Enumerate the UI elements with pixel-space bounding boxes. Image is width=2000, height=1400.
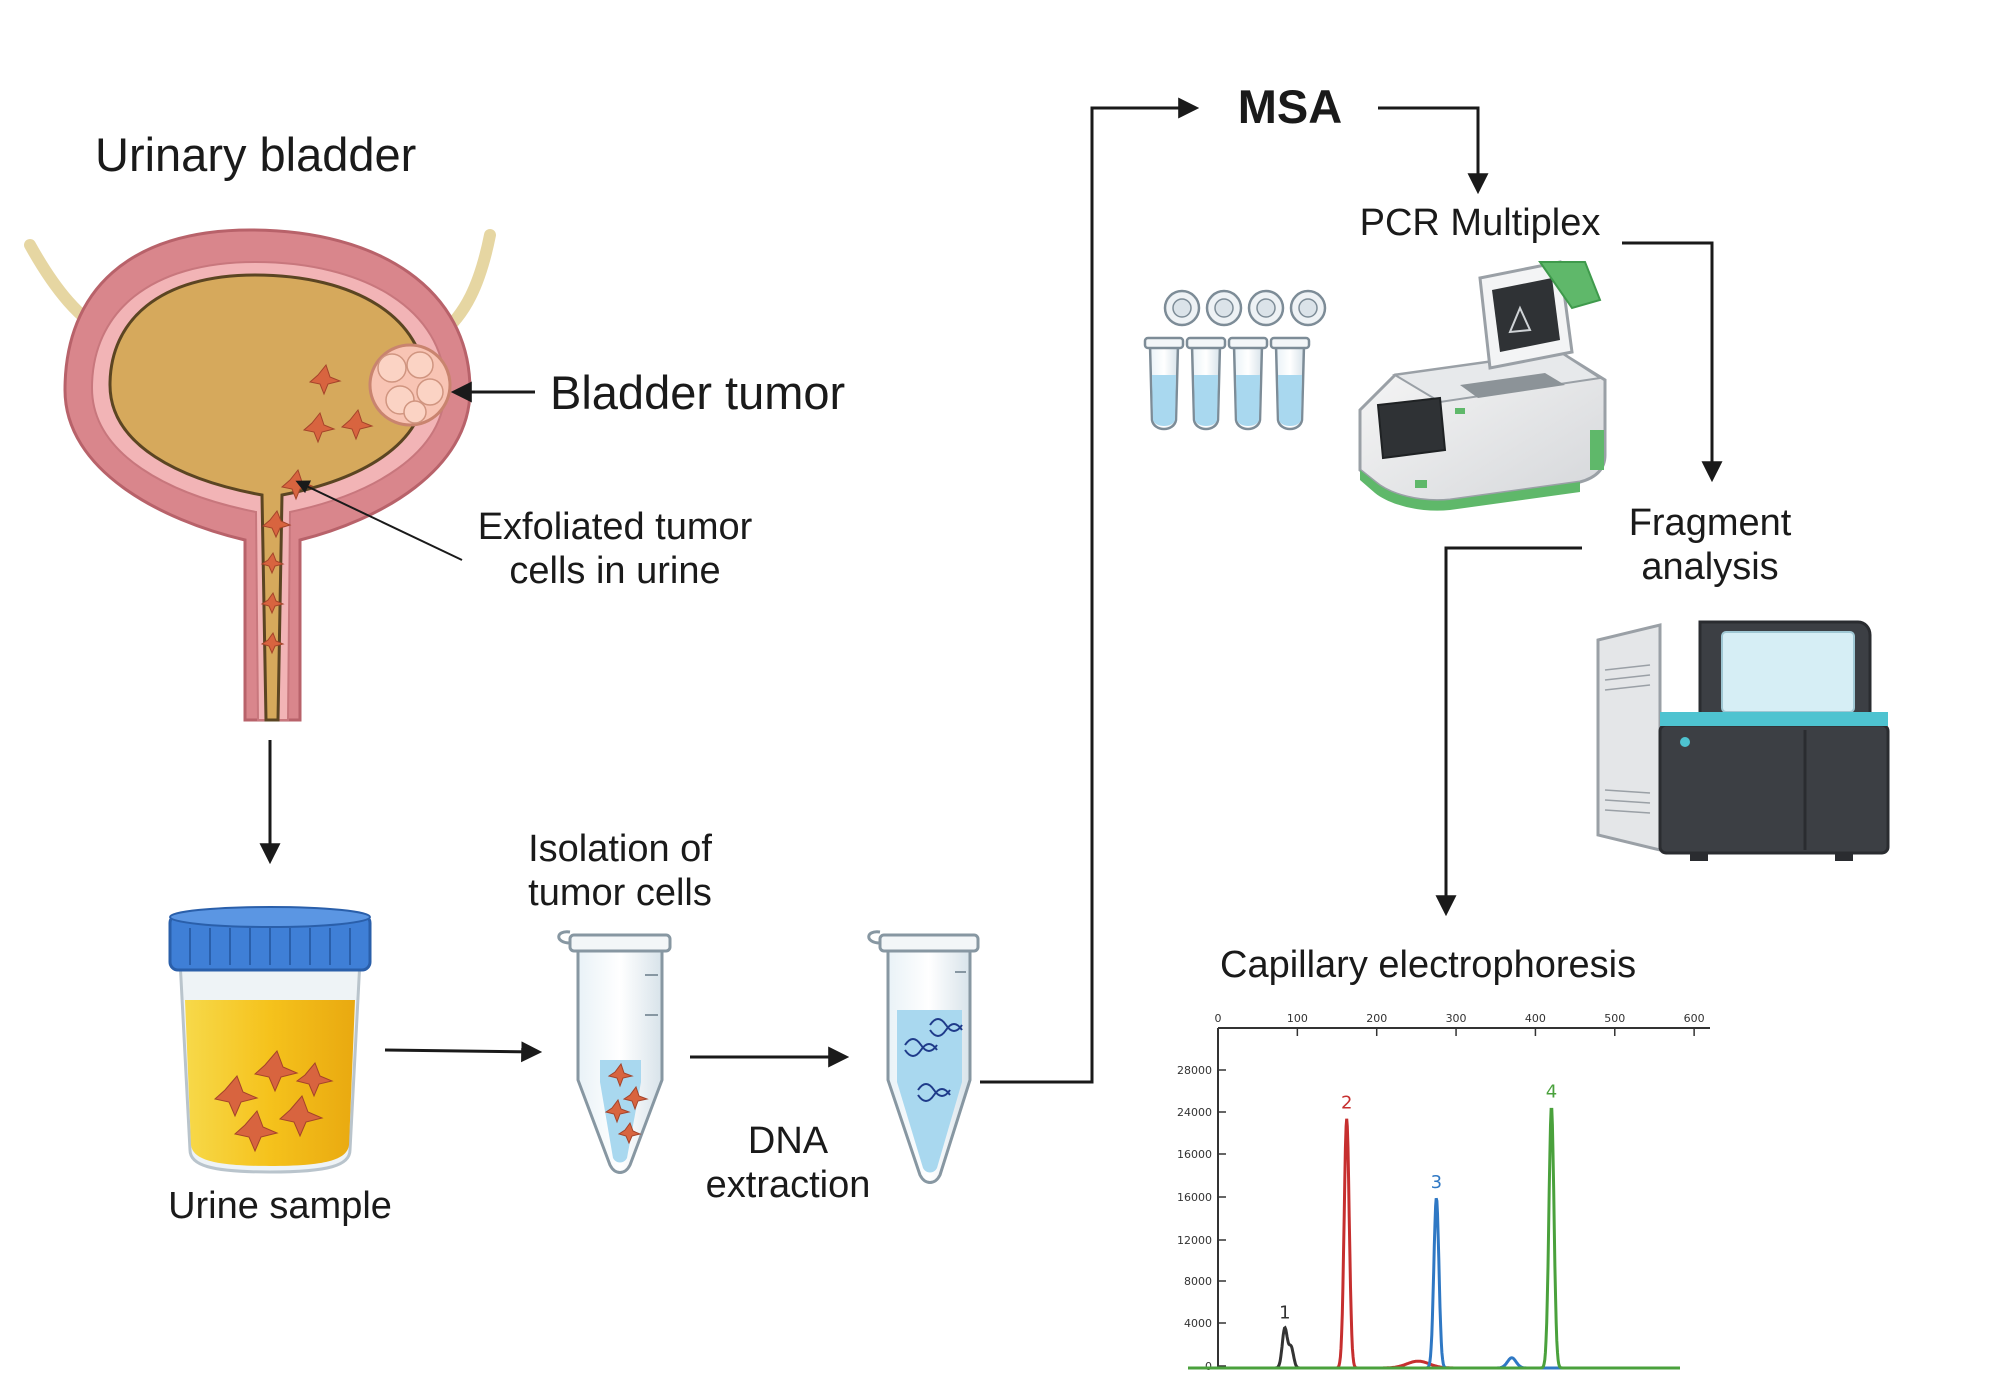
urinary-bladder-title: Urinary bladder xyxy=(95,128,417,181)
trace-3 xyxy=(1188,1197,1680,1370)
exfoliated-cells-label: Exfoliated tumor cells in urine xyxy=(440,506,790,593)
peak-label-1: 1 xyxy=(1279,1302,1290,1323)
exfoliated-cells-label-line2: cells in urine xyxy=(509,549,721,592)
urinary-bladder-icon xyxy=(24,228,496,722)
dna-extraction-label: DNA extraction xyxy=(663,1120,913,1207)
y-tick-label: 24000 xyxy=(1177,1106,1212,1119)
bladder-tumor-label: Bladder tumor xyxy=(550,366,846,419)
dna-extraction-label-line1: DNA xyxy=(747,1120,829,1162)
pcr-strip-tubes-icon xyxy=(1143,289,1327,431)
y-tick-label: 28000 xyxy=(1177,1064,1212,1077)
x-tick-label: 600 xyxy=(1684,1012,1705,1025)
x-tick-label: 400 xyxy=(1525,1012,1546,1025)
genetic-analyzer-icon xyxy=(1596,620,1890,861)
x-tick-label: 200 xyxy=(1366,1012,1387,1025)
fragment-analysis-label-line1: Fragment xyxy=(1628,502,1792,544)
isolation-label-line2: tumor cells xyxy=(528,871,712,914)
bladder-tumor-icon xyxy=(368,343,452,427)
peak-label-4: 4 xyxy=(1546,1081,1557,1102)
y-tick-label: 16000 xyxy=(1177,1148,1212,1161)
x-tick-label: 100 xyxy=(1287,1012,1308,1025)
y-tick-label: 4000 xyxy=(1184,1317,1212,1330)
dna-extraction-label-line2: extraction xyxy=(705,1163,871,1206)
y-tick-label: 12000 xyxy=(1177,1234,1212,1247)
peak-label-3: 3 xyxy=(1431,1172,1442,1193)
urine-sample-label: Urine sample xyxy=(168,1185,392,1227)
microtube-icon xyxy=(557,930,672,1174)
isolation-label-line1: Isolation of xyxy=(528,828,712,870)
microtube-icon xyxy=(867,930,980,1184)
fragment-analysis-label: Fragment analysis xyxy=(1590,502,1830,589)
pcr-multiplex-label: PCR Multiplex xyxy=(1359,202,1601,244)
peak-label-2: 2 xyxy=(1341,1093,1352,1114)
msa-label: MSA xyxy=(1237,80,1343,133)
x-tick-label: 500 xyxy=(1604,1012,1625,1025)
y-tick-label: 16000 xyxy=(1177,1191,1212,1204)
y-tick-label: 8000 xyxy=(1184,1275,1212,1288)
trace-4 xyxy=(1188,1107,1680,1370)
x-tick-label: 0 xyxy=(1215,1012,1222,1025)
trace-1 xyxy=(1188,1325,1680,1370)
capillary-electrophoresis-title: Capillary electrophoresis xyxy=(1220,944,1637,986)
urine-cup-icon xyxy=(168,906,372,1174)
fragment-analysis-label-line2: analysis xyxy=(1641,545,1779,588)
thermocycler-icon xyxy=(1358,260,1607,511)
isolation-label: Isolation of tumor cells xyxy=(470,828,770,915)
x-tick-label: 300 xyxy=(1446,1012,1467,1025)
exfoliated-cells-label-line1: Exfoliated tumor xyxy=(477,506,753,548)
